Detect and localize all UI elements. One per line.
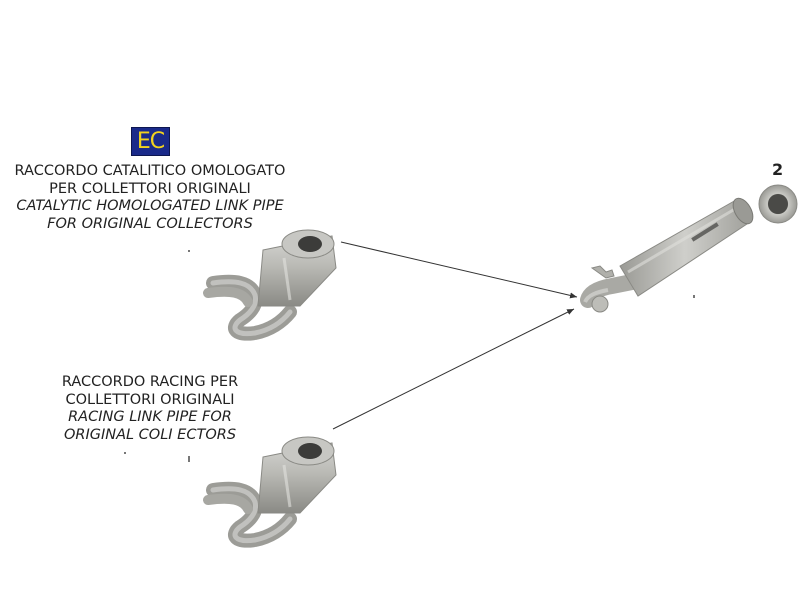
catalytic-link-pipe-label: RACCORDO CATALITICO OMOLOGATO PER COLLET… bbox=[0, 163, 300, 233]
ec-homologation-badge: EC bbox=[131, 127, 170, 156]
catalytic-connection-arrow bbox=[340, 241, 578, 299]
catalytic-label-line-4: FOR ORIGINAL COLLECTORS bbox=[47, 215, 253, 232]
racing-label-line-3: RACING LINK PIPE FOR bbox=[68, 409, 232, 425]
racing-label-line-2: COLLETTORI ORIGINALI bbox=[65, 391, 235, 408]
catalytic-label-line-2: PER COLLETTORI ORIGINALI bbox=[49, 180, 251, 197]
racing-label-line-4: ORIGINAL COLI ECTORS bbox=[63, 426, 237, 443]
racing-link-pipe-label: RACCORDO RACING PER COLLETTORI ORIGINALI… bbox=[40, 374, 260, 444]
silencer-image bbox=[580, 197, 754, 313]
racing-connection-arrow bbox=[332, 308, 575, 430]
racing-label-line-1: RACCORDO RACING PER bbox=[61, 374, 239, 390]
ec-badge-text: EC bbox=[136, 128, 165, 154]
part-number-label: 2 bbox=[772, 160, 784, 179]
racing-link-pipe-image bbox=[124, 436, 337, 548]
catalytic-link-pipe-image bbox=[188, 229, 337, 341]
catalytic-label-line-1: RACCORDO CATALITICO OMOLOGATO bbox=[14, 163, 286, 179]
catalytic-label-line-3: CATALYTIC HOMOLOGATED LINK PIPE bbox=[16, 198, 284, 214]
end-cap-image bbox=[758, 184, 798, 224]
